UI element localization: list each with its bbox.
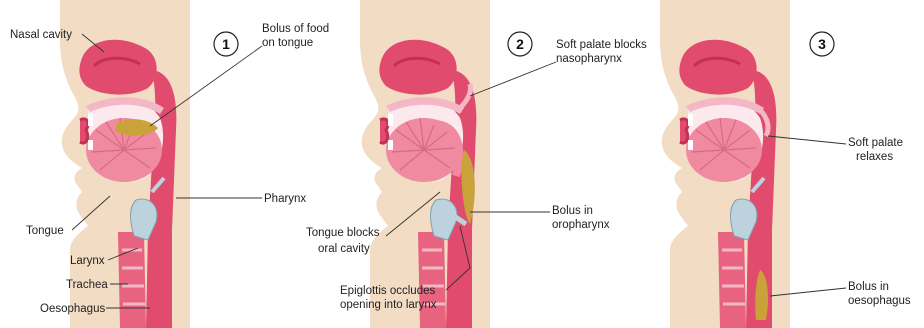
panel-3-number: 3	[810, 32, 834, 56]
label-soft-palate-relaxes-2: relaxes	[856, 151, 893, 163]
panel-1-number: 1	[214, 32, 238, 56]
label-bolus-oesophagus-2: oesophagus	[848, 295, 911, 307]
label-trachea: Trachea	[66, 279, 108, 291]
label-oesophagus: Oesophagus	[40, 303, 105, 315]
label-nasal-cavity: Nasal cavity	[10, 29, 72, 41]
panel-3-number-text: 3	[818, 36, 826, 52]
panel-2-number-text: 2	[516, 36, 524, 52]
label-bolus-food-2: on tongue	[262, 37, 313, 49]
label-tongue-blocks-2: oral cavity	[318, 243, 370, 255]
panel-3	[660, 0, 790, 328]
label-bolus-oropharynx-1: Bolus in	[552, 205, 593, 217]
label-tongue: Tongue	[26, 225, 64, 237]
label-soft-palate-blocks-1: Soft palate blocks	[556, 39, 647, 51]
label-soft-palate-blocks-2: nasopharynx	[556, 53, 622, 65]
label-bolus-oesophagus-1: Bolus in	[848, 281, 889, 293]
label-epiglottis-1: Epiglottis occludes	[340, 285, 435, 297]
label-larynx: Larynx	[70, 255, 105, 267]
panel-1-number-text: 1	[222, 36, 230, 52]
label-epiglottis-2: opening into larynx	[340, 299, 437, 311]
label-bolus-food-1: Bolus of food	[262, 23, 329, 35]
label-pharynx: Pharynx	[264, 193, 306, 205]
panel-2	[360, 0, 490, 328]
label-bolus-oropharynx-2: oropharynx	[552, 219, 610, 231]
panel-2-number: 2	[508, 32, 532, 56]
label-soft-palate-relaxes-1: Soft palate	[848, 137, 903, 149]
label-tongue-blocks-1: Tongue blocks	[306, 227, 380, 239]
